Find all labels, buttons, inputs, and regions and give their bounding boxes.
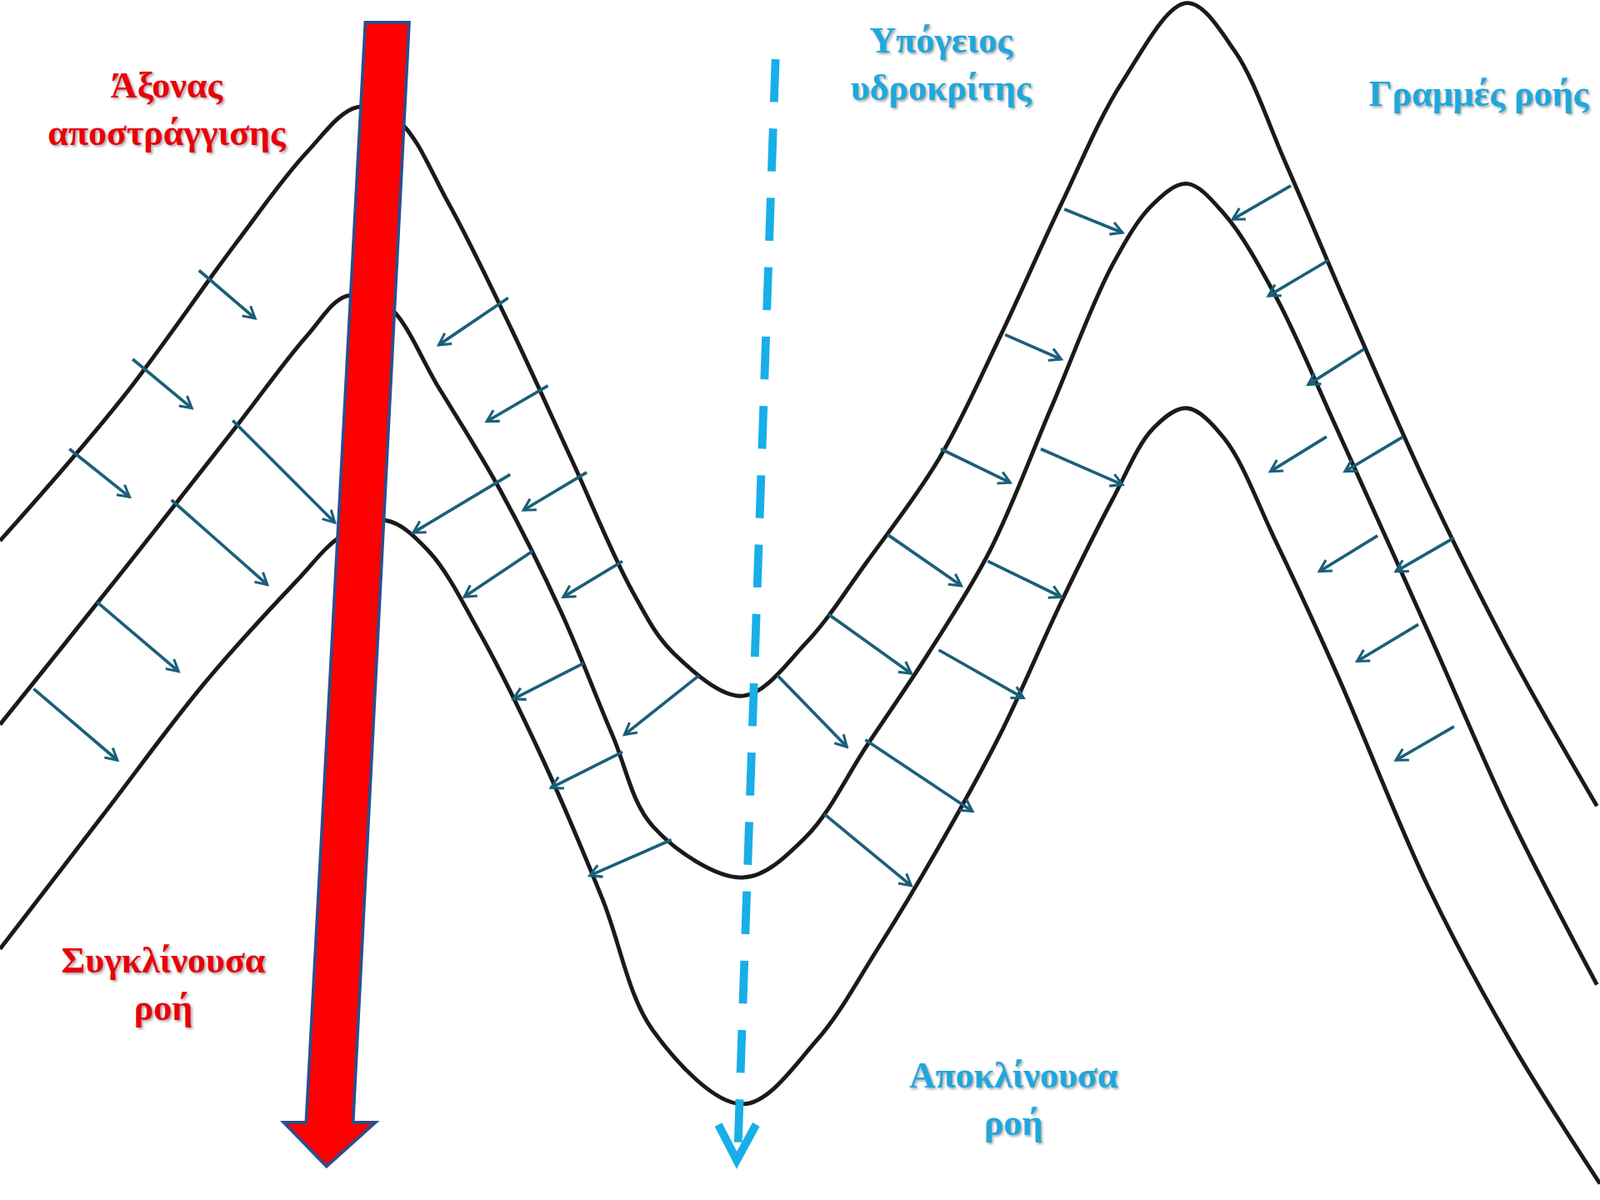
flow-arrow [513,663,584,700]
flow-arrow [624,675,699,735]
flow-arrow [940,449,1010,483]
flow-arrow [69,449,130,498]
flow-arrow [550,751,623,788]
flow-arrow [33,689,117,761]
flow-arrow [1040,449,1123,485]
flow-arrow [887,535,961,586]
flow-arrow [486,385,548,422]
flow-arrow [1395,537,1455,571]
layer-boundary [0,3,1597,807]
flow-arrow [1005,335,1061,360]
flow-arrow [1319,535,1378,572]
annotation-label: Υπόγειος υδροκρίτης [803,16,1079,112]
flow-arrow [777,675,847,748]
flow-arrow [232,420,335,522]
flow-arrow [171,500,268,585]
flow-arrow [563,560,623,597]
flow-arrow [96,601,179,671]
flow-arrow [987,560,1061,597]
flow-arrow [590,840,672,876]
flow-arrow [523,472,587,510]
layer-boundary [0,183,1597,985]
layer-boundary [0,408,1600,1185]
flow-arrow [1357,624,1419,661]
flow-arrow [1308,349,1365,385]
annotation-label: Γραμμές ροής [1369,70,1589,118]
flow-arrow [464,550,533,597]
flow-arrow [824,814,911,886]
flow-arrow [1268,260,1329,296]
annotation-label: Αποκλίνουσα ροή [888,1051,1139,1147]
annotation-label: Συγκλίνουσα ροή [38,936,289,1032]
flow-arrow [828,614,911,674]
flow-arrow [439,298,509,345]
flow-arrow [1232,185,1291,220]
flow-arrow [199,270,255,319]
flow-arrow [865,740,973,812]
flow-arrow [939,650,1025,699]
annotation-label: Άξονας αποστράγγισης [16,61,317,157]
divide-arrowhead [718,1124,756,1160]
drainage-axis-arrow [283,22,410,1167]
flow-arrow [1395,726,1455,760]
flow-arrow [1270,436,1326,472]
flow-arrow [1345,436,1404,472]
divide-line [737,59,775,1154]
flow-arrow [413,474,510,533]
flow-arrow [132,359,192,409]
flow-arrow [1064,209,1123,233]
